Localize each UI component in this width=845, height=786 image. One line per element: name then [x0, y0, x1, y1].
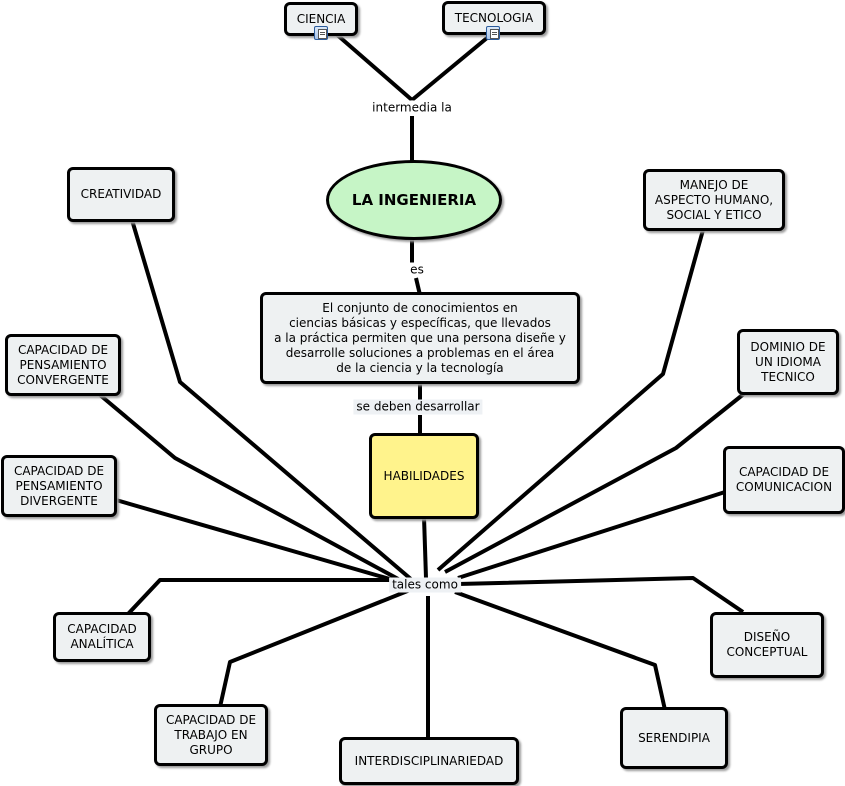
link-tecnologia: [410, 31, 495, 102]
node-trabajo-en-grupo[interactable]: CAPACIDAD DE TRABAJO EN GRUPO: [154, 704, 268, 766]
link-phrase-intermedia[interactable]: intermedia la: [369, 100, 455, 116]
link-phrase-tales-como[interactable]: tales como: [389, 577, 461, 593]
link-serendipia: [454, 590, 667, 711]
link-phrase-se-deben-desarrollar[interactable]: se deben desarrollar: [353, 399, 483, 415]
document-icon[interactable]: [486, 26, 500, 40]
node-serendipia[interactable]: SERENDIPIA: [620, 707, 728, 769]
node-definicion[interactable]: El conjunto de conocimientos en ciencias…: [260, 292, 580, 384]
link-idioma: [444, 391, 747, 574]
link-habilidades-tales: [422, 516, 428, 579]
node-capacidad-comunicacion[interactable]: CAPACIDAD DE COMUNICACION: [723, 446, 845, 514]
node-pensamiento-convergente[interactable]: CAPACIDAD DE PENSAMIENTO CONVERGENTE: [5, 334, 121, 396]
node-interdisciplinariedad[interactable]: INTERDISCIPLINARIEDAD: [339, 737, 519, 785]
link-analitica: [126, 578, 392, 616]
node-la-ingenieria[interactable]: LA INGENIERIA: [326, 160, 502, 240]
link-trabajo: [218, 588, 411, 708]
node-diseno-conceptual[interactable]: DISEÑO CONCEPTUAL: [710, 612, 824, 678]
link-ciencia: [333, 31, 414, 102]
link-comunicacion: [457, 490, 726, 580]
node-habilidades[interactable]: HABILIDADES: [369, 433, 479, 519]
link-diseno: [457, 576, 745, 614]
document-icon[interactable]: [314, 26, 328, 40]
node-manejo-aspecto-humano[interactable]: MANEJO DE ASPECTO HUMANO, SOCIAL Y ETICO: [643, 169, 785, 231]
node-capacidad-analitica[interactable]: CAPACIDAD ANALÍTICA: [53, 612, 151, 662]
link-manejo: [436, 229, 705, 572]
link-phrase-es[interactable]: es: [407, 262, 427, 278]
node-pensamiento-divergente[interactable]: CAPACIDAD DE PENSAMIENTO DIVERGENTE: [1, 455, 117, 517]
link-creatividad: [130, 219, 414, 582]
node-creatividad[interactable]: CREATIVIDAD: [67, 167, 175, 222]
link-divergente: [115, 498, 401, 584]
link-convergente: [98, 393, 401, 582]
node-dominio-idioma[interactable]: DOMINIO DE UN IDIOMA TECNICO: [737, 329, 839, 395]
